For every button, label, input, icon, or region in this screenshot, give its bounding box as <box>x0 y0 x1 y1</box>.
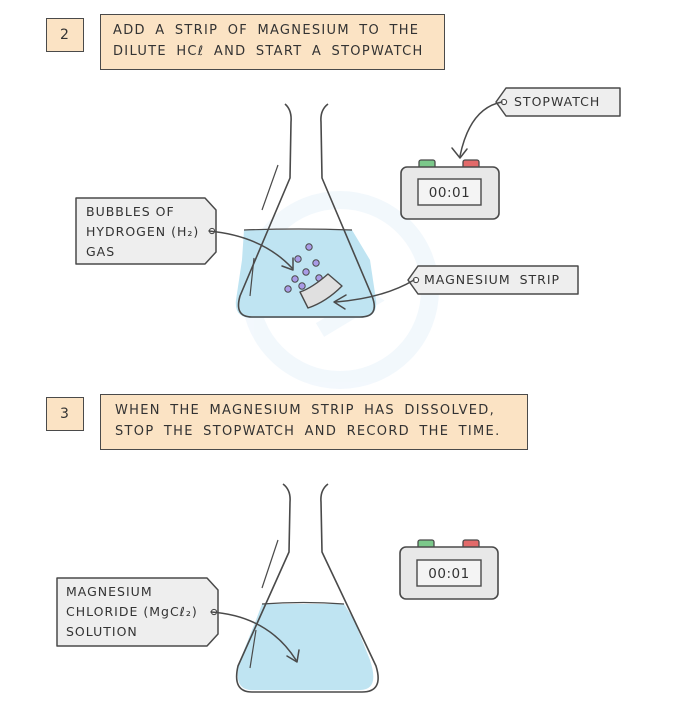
solution-label-line-2: CHLORIDE (MgCℓ₂) <box>66 604 198 619</box>
step-number-2: 2 <box>46 18 84 52</box>
bubbles-label-line-2: HYDROGEN (H₂) <box>86 224 200 239</box>
bubbles-label-line-3: GAS <box>86 244 116 259</box>
arrow-icon <box>210 611 300 663</box>
conical-flask-icon <box>235 483 379 693</box>
stopwatch-icon <box>399 539 499 600</box>
instruction-step-2-line-1: ADD A STRIP OF MAGNESIUM TO THE <box>113 23 420 38</box>
instruction-step-3-line-2: STOP THE STOPWATCH AND RECORD THE TIME. <box>115 424 501 439</box>
instruction-step-3-line-1: WHEN THE MAGNESIUM STRIP HAS DISSOLVED, <box>115 403 496 418</box>
magnesium-chloride-solution-label: MAGNESIUM CHLORIDE (MgCℓ₂) SOLUTION <box>66 582 198 642</box>
stopwatch-label: STOPWATCH <box>514 94 601 109</box>
label-tag-icon <box>75 87 621 295</box>
label-tag-icon <box>56 577 219 647</box>
solution-label-line-3: SOLUTION <box>66 624 138 639</box>
instruction-step-2-line-2: DILUTE HCℓ AND START A STOPWATCH <box>113 44 424 59</box>
stopwatch-icon <box>400 159 500 220</box>
magnesium-strip-icon <box>299 273 343 309</box>
magnesium-strip-label: MAGNESIUM STRIP <box>424 272 561 287</box>
bubbles-of-hydrogen-label: BUBBLES OF HYDROGEN (H₂) GAS <box>86 202 199 262</box>
solution-label-line-1: MAGNESIUM <box>66 584 153 599</box>
instruction-step-2: ADD A STRIP OF MAGNESIUM TO THE DILUTE H… <box>100 14 445 70</box>
step-number-3: 3 <box>46 397 84 431</box>
bubbles-label-line-1: BUBBLES OF <box>86 204 175 219</box>
arrow-icon <box>208 101 503 310</box>
instruction-step-3: WHEN THE MAGNESIUM STRIP HAS DISSOLVED, … <box>100 394 528 450</box>
